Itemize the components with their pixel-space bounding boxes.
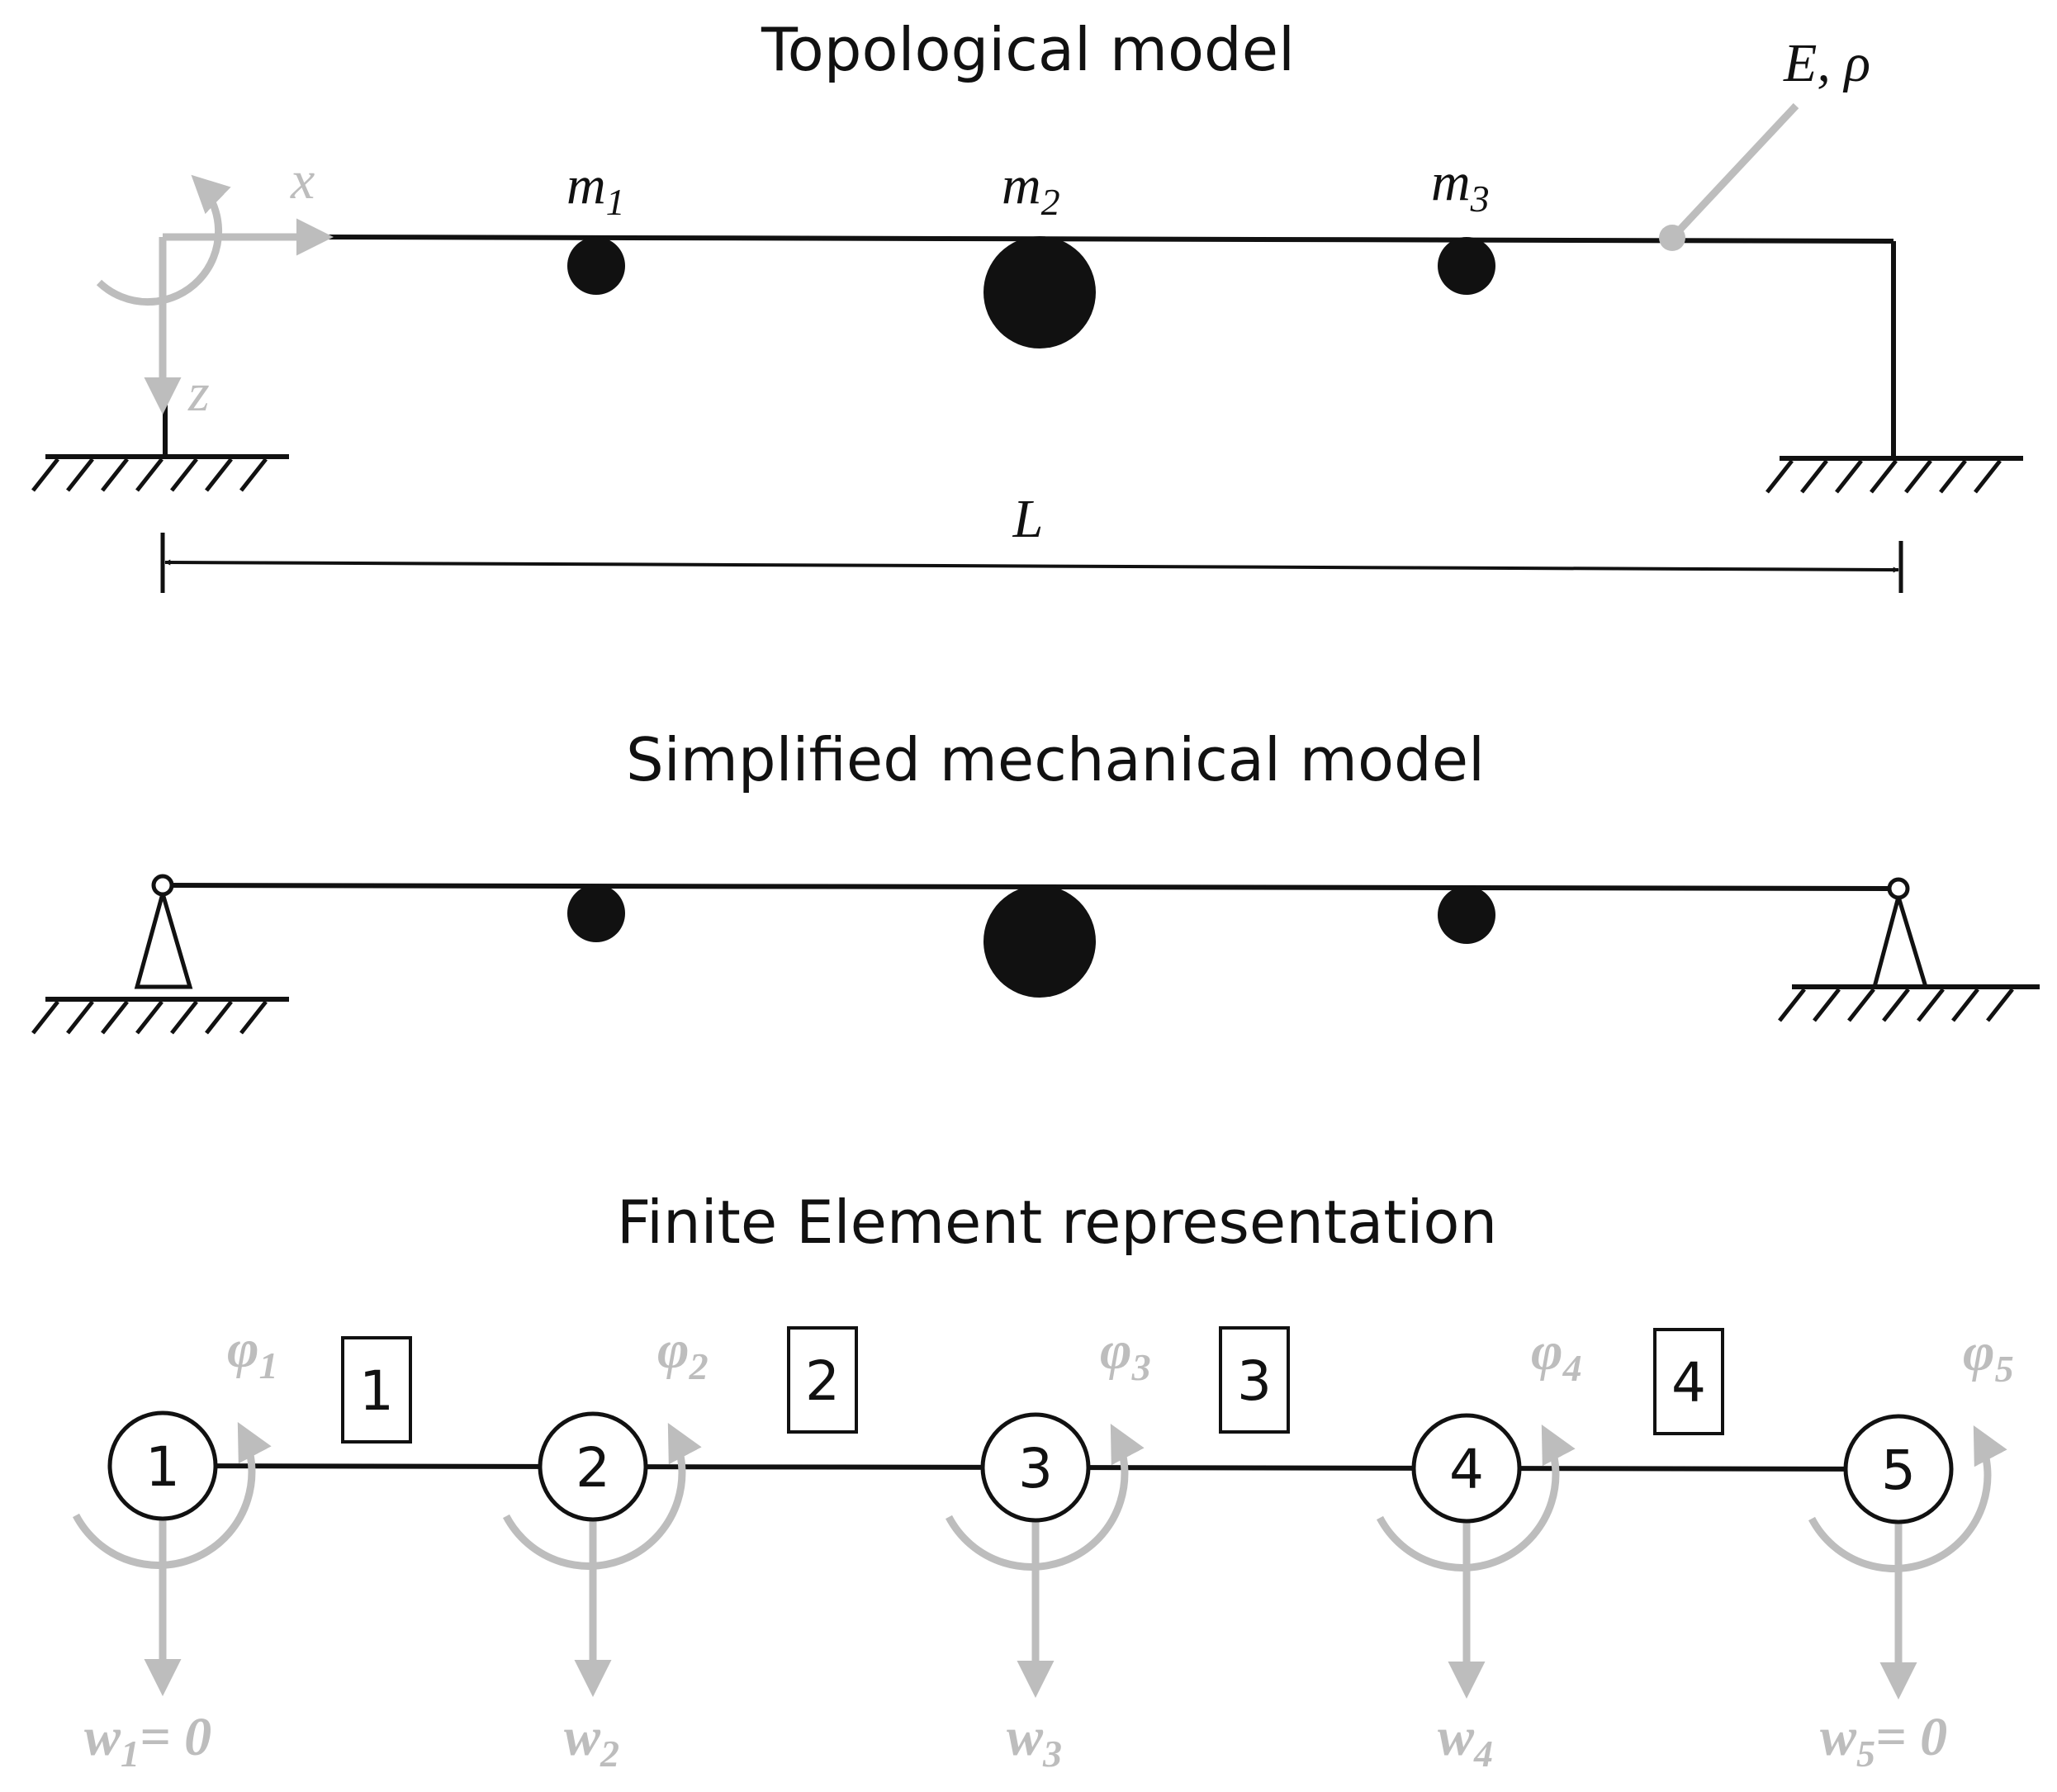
node-2-label: 2 [576,1436,610,1500]
element-2-label: 2 [805,1349,840,1413]
rotation-arrow [96,174,231,306]
rotation-dof-arrow [946,1424,1145,1571]
node-5-label: 5 [1881,1439,1916,1502]
mass-1 [567,237,625,295]
z-axis-label: z [187,363,210,423]
rotation-dof-arrow [503,1423,702,1570]
element-2-box [787,1326,858,1434]
node-2-circle [538,1411,648,1522]
rotation-dof-arrow [1377,1425,1576,1572]
displacement-label-2: w2 [564,1707,619,1775]
displacement-label-3: w3 [1007,1707,1062,1775]
mass-3 [1438,237,1495,295]
rotation-label-1: φ1 [227,1319,278,1387]
rotation-label-3: φ3 [1100,1320,1151,1388]
rotation-label-5: φ5 [1963,1322,2014,1390]
node-1-label: 1 [145,1435,180,1499]
simplified-mass-2 [983,885,1096,998]
material-pointer-dot [1659,225,1685,251]
element-4-box [1653,1328,1724,1435]
element-1-label: 1 [359,1359,394,1423]
node-5-circle [1843,1414,1954,1524]
fe-representation-title: Finite Element representation [617,1188,1497,1257]
element-3-box [1219,1326,1290,1434]
node-1-circle [107,1410,218,1521]
mass-2 [983,236,1096,348]
topo-beam [325,235,1894,244]
simplified-model-title: Simplified mechanical model [626,725,1485,794]
simplified-model [31,874,2040,1035]
right-pin-support [1778,877,2040,1022]
displacement-label-5: w5= 0 [1820,1707,1947,1775]
simplified-mass-3 [1438,886,1495,944]
left-pin-support [31,874,289,1035]
span-dimension-arrow [164,559,1899,573]
material-pointer [1669,102,1799,241]
node-4-circle [1411,1413,1522,1524]
element-3-label: 3 [1237,1349,1272,1413]
element-1-box [341,1336,412,1444]
node-3-label: 3 [1018,1437,1053,1500]
topo-right-ground [1766,456,2023,494]
rotation-dof-arrow [1808,1425,2007,1572]
displacement-label-4: w4 [1438,1707,1493,1775]
topo-left-ground [31,454,289,492]
topological-model: x z m1 m2 m3 E, ρ L [31,33,2023,593]
simplified-mass-1 [567,884,625,942]
span-label: L [1012,489,1044,549]
rotation-dof-arrow [73,1422,272,1569]
topological-model-title: Topological model [761,15,1295,84]
node-3-circle [980,1412,1091,1523]
mass-3-label: m3 [1431,152,1490,220]
mass-2-label: m2 [1002,155,1060,223]
displacement-label-1: w1= 0 [84,1707,211,1775]
coordinate-system: x z [96,150,334,423]
node-4-label: 4 [1449,1438,1484,1501]
fe-representation: 1 2 3 4 1 φ1 w1= 0 2 φ2 w2 3 φ3 w3 4 φ4 w4 5 φ5 w5= 0 [73,1319,2014,1775]
rotation-label-2: φ2 [657,1320,709,1387]
x-axis-label: x [290,150,315,211]
rotation-label-4: φ4 [1531,1321,1582,1389]
element-4-label: 4 [1671,1351,1706,1415]
material-label: E, ρ [1783,33,1870,93]
mass-1-label: m1 [566,155,625,223]
